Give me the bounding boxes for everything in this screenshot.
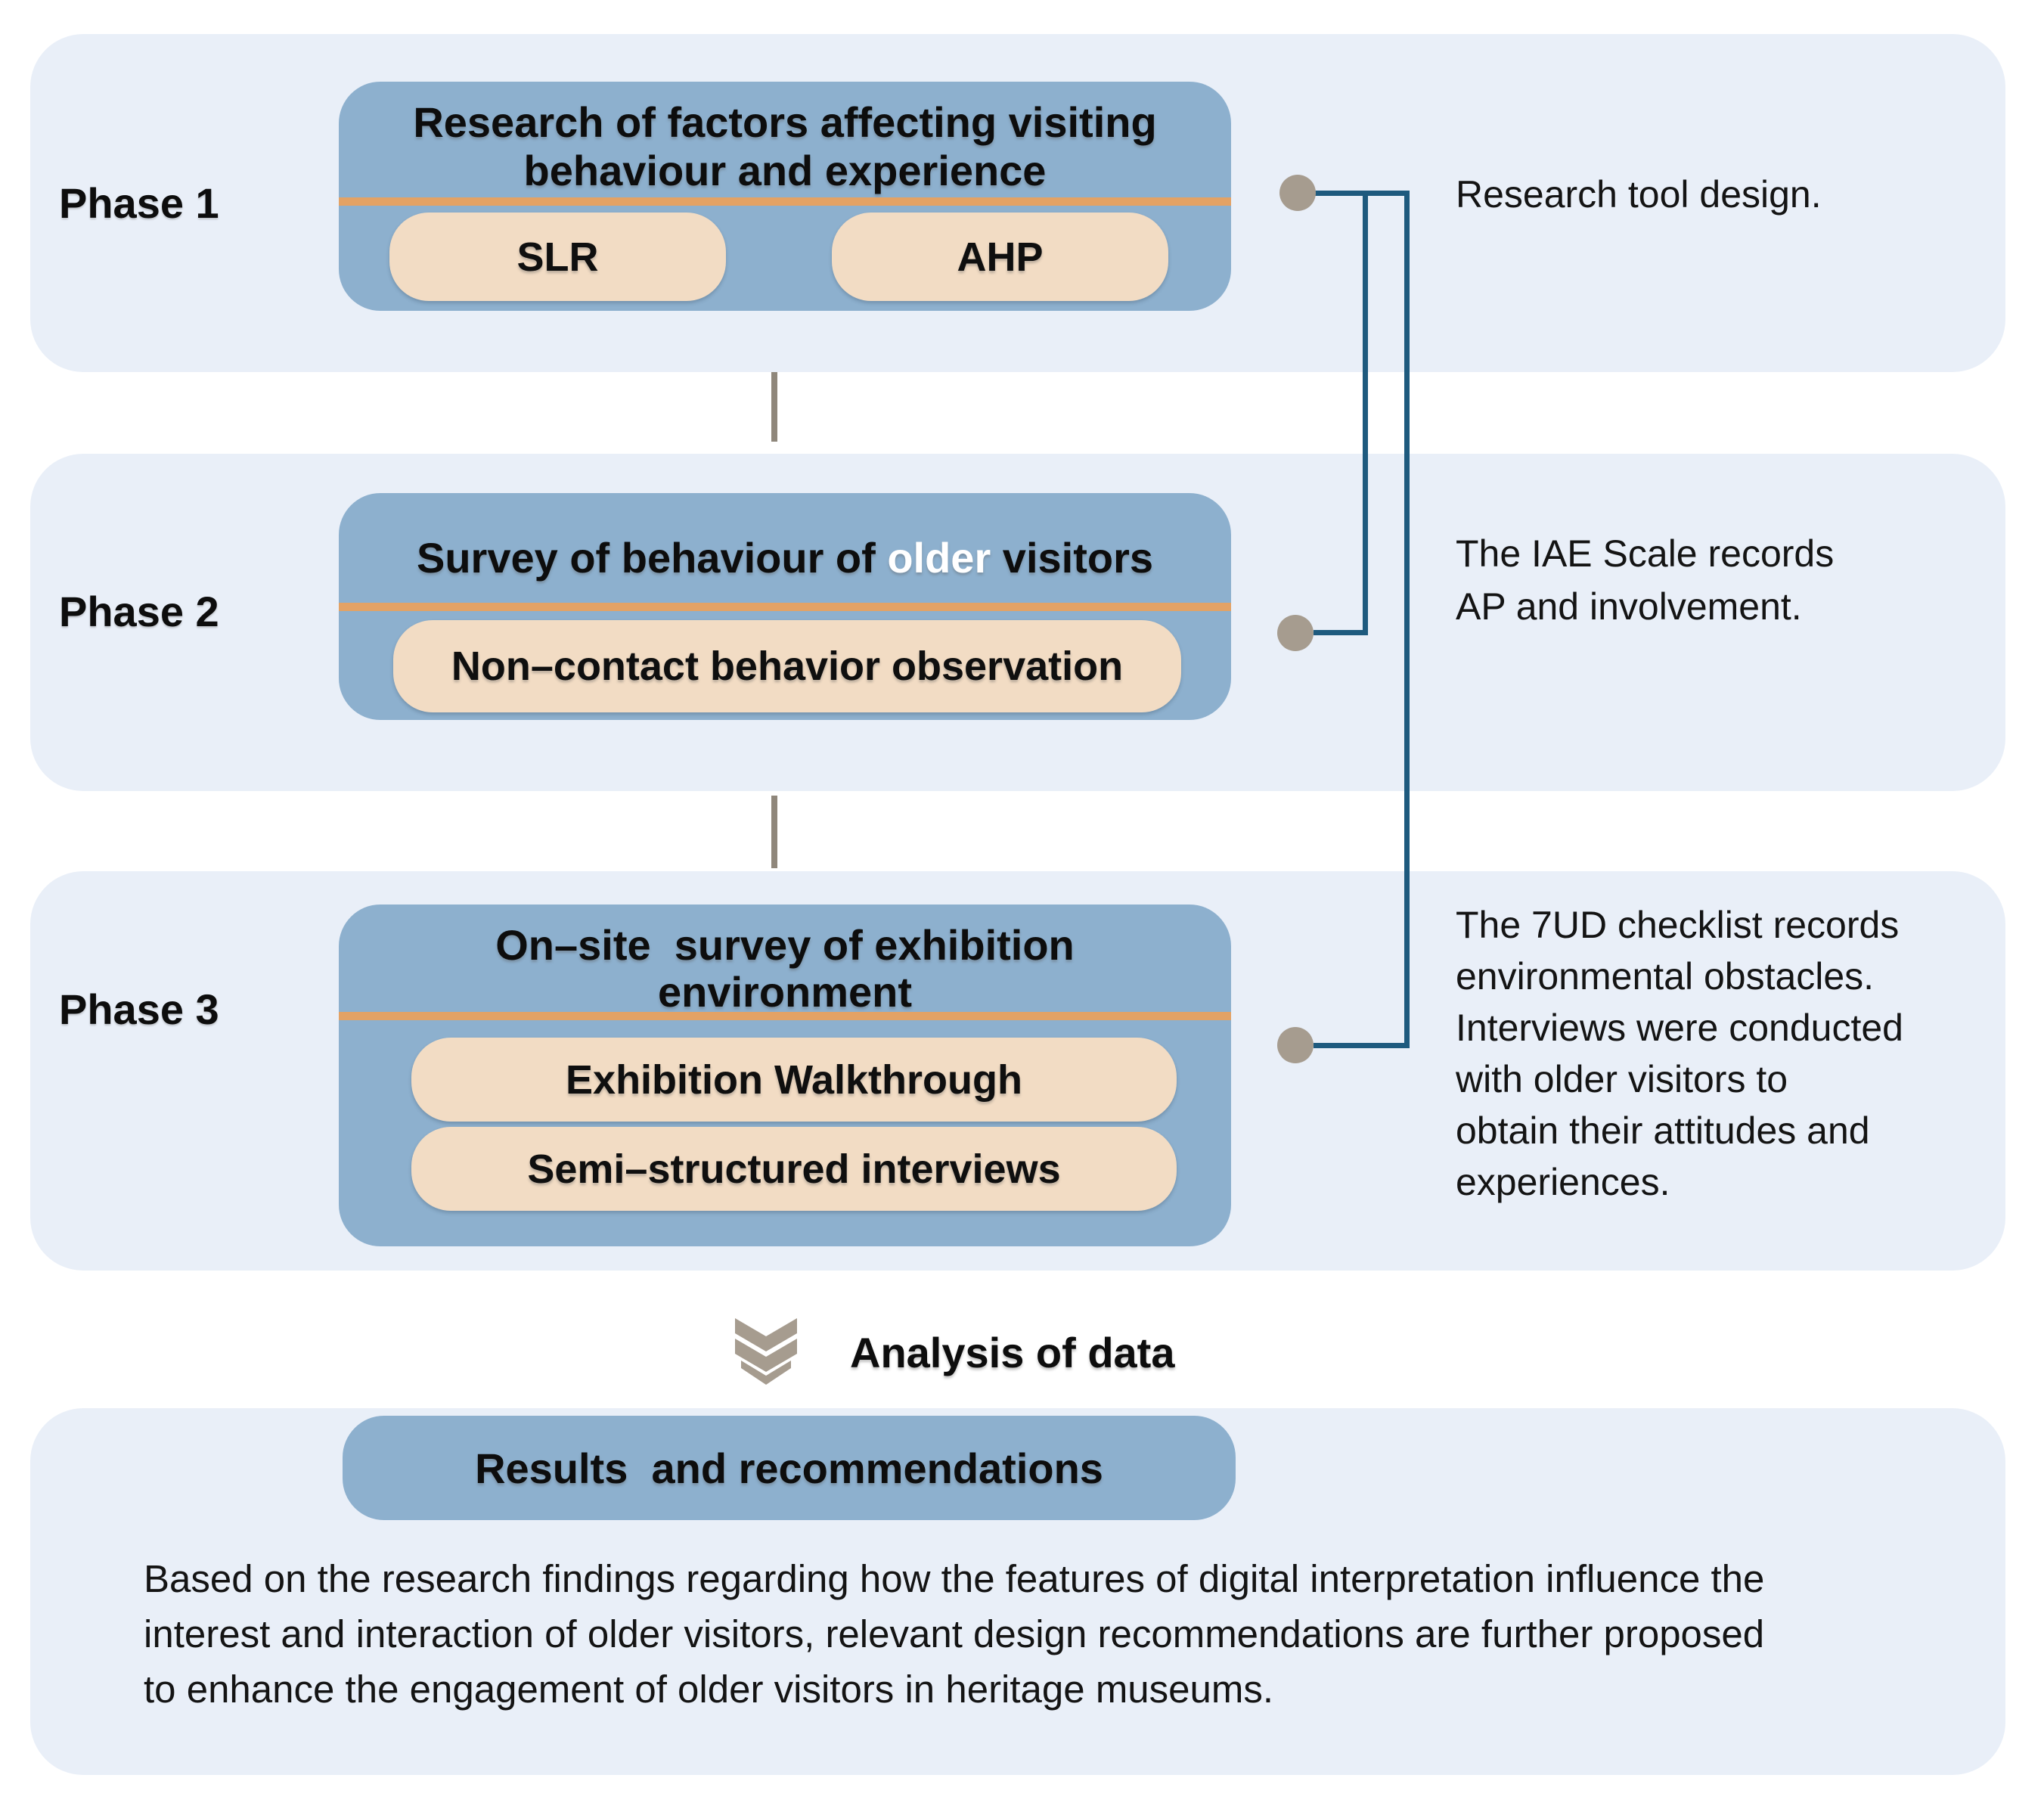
analysis-of-data-label: Analysis of data — [850, 1329, 1175, 1376]
phase-separator-2 — [771, 796, 777, 868]
phase-2-title-highlight: older — [887, 534, 991, 582]
connector-dot-phase-3 — [1277, 1027, 1314, 1063]
phase-2-divider — [339, 603, 1231, 611]
connector-v-phase-3 — [1404, 191, 1410, 1048]
phase-3-label: Phase 3 — [59, 985, 219, 1033]
connector-h-phase-3 — [1314, 1043, 1410, 1048]
phase-2-label: Phase 2 — [59, 588, 219, 635]
connector-dot-phase-2 — [1277, 615, 1314, 651]
results-paragraph-line-1: Based on the research findings regarding… — [144, 1557, 1765, 1600]
phase-2-pill-observation: Non–contact behavior observation — [393, 620, 1181, 712]
annotation-phase-3-line-2: environmental obstacles. — [1456, 955, 1875, 998]
results-box: Results and recommendations — [343, 1416, 1236, 1520]
annotation-phase-3-line-3: Interviews were conducted — [1456, 1007, 1903, 1049]
results-title: Results and recommendations — [475, 1444, 1103, 1492]
connector-h-phase-2 — [1314, 630, 1368, 635]
annotation-phase-3-line-6: experiences. — [1456, 1161, 1670, 1203]
annotation-phase-2-line-1: The IAE Scale records — [1456, 532, 1835, 575]
phase-1-label: Phase 1 — [59, 179, 219, 227]
phase-3-pill-walkthrough: Exhibition Walkthrough — [411, 1038, 1177, 1122]
phase-1-title-line-2: behaviour and experience — [523, 147, 1047, 194]
results-paragraph-line-2: interest and interaction of older visito… — [144, 1612, 1765, 1655]
phase-1-pill-slr: SLR — [389, 213, 726, 301]
connector-v-phase-2 — [1363, 191, 1368, 635]
annotation-phase-1-line-1: Research tool design. — [1456, 173, 1822, 216]
double-chevron-down-icon — [735, 1318, 797, 1385]
annotation-phase-2-line-2: AP and involvement. — [1456, 585, 1802, 628]
annotation-phase-3-line-5: obtain their attitudes and — [1456, 1109, 1870, 1152]
phase-2-title: Survey of behaviour of older visitors — [339, 534, 1231, 582]
phase-3-title-line-1: On–site survey of exhibition — [495, 921, 1075, 969]
phase-2-title-after: visitors — [991, 534, 1154, 582]
connector-dot-phase-1 — [1279, 175, 1316, 211]
phase-1-divider — [339, 197, 1231, 206]
phase-3-title-line-2: environment — [657, 968, 913, 1016]
phase-3-pill-interviews: Semi–structured interviews — [411, 1127, 1177, 1211]
connector-h-phase-1 — [1298, 191, 1410, 196]
phase-3-divider — [339, 1012, 1231, 1020]
phase-separator-1 — [771, 372, 777, 442]
phase-1-pill-ahp: AHP — [832, 213, 1168, 301]
annotation-phase-3-line-1: The 7UD checklist records — [1456, 904, 1900, 946]
phase-1-title-line-1: Research of factors affecting visiting — [413, 98, 1157, 146]
phase-2-title-before: Survey of behaviour of — [416, 534, 888, 582]
results-paragraph-line-3: to enhance the engagement of older visit… — [144, 1668, 1274, 1711]
annotation-phase-3-line-4: with older visitors to — [1456, 1058, 1788, 1100]
